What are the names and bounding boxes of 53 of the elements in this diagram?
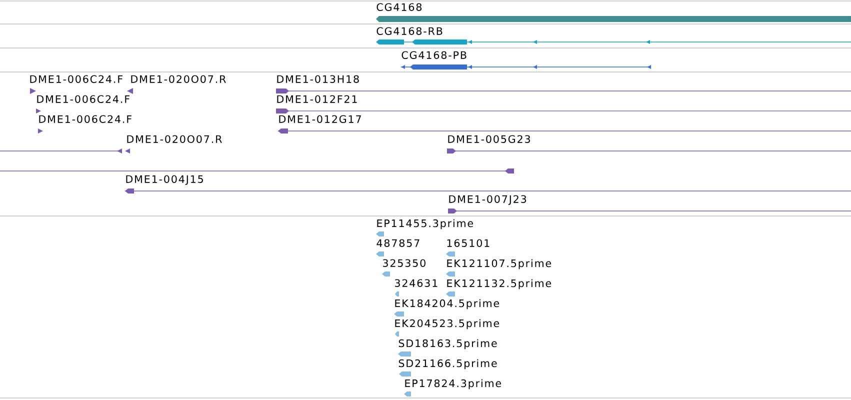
feature-glyph: EK184204.5prime [394,299,500,316]
node-label: EP11455.3prime [377,219,474,230]
node-label: DME1-020O07.R [127,135,222,143]
feature-bar [0,168,514,174]
node-label: 325350 [382,259,426,267]
node-label: 165101 [447,239,490,247]
node-label: EK204523.5prime [395,319,500,330]
feature-glyph: 487857 [376,239,420,256]
node-label: SD21166.5prime [398,359,497,370]
node-label: EK184204.5prime [395,299,500,310]
feature-glyph: DME1-020O07.R [0,135,222,154]
feature-glyph: DME1-006C24.F [38,115,132,134]
feature-glyph: DME1-012F21 [276,95,851,114]
node-label: 324631 [394,279,438,287]
feature-glyph: EK121132.5prime [446,279,552,296]
node-label: SD18163.5prime [398,339,497,350]
node-label: CG4168 [376,3,422,11]
feature-glyph: DME1-020O07.R [127,75,226,94]
node-label: DME1-013H18 [277,75,359,83]
feature-glyph: DME1-006C24.F [30,75,122,94]
node-label: DME1-006C24.F [37,95,130,103]
node-label: DME1-006C24.F [39,115,132,123]
node-label: DME1-020O07.R [131,75,226,83]
node-label: CG4168-RB [376,27,442,35]
node-label: CG4168-PB [402,51,466,59]
feature-glyph: DME1-005G23 [446,135,851,154]
node-label: EP17824.3prime [405,379,502,390]
feature-glyph: CG4168-PB [400,51,652,70]
feature-glyph: DME1-013H18 [276,75,851,94]
feature-glyph: DME1-007J23 [448,195,851,214]
node-label: DME1-005G23 [448,135,530,143]
feature-glyph: SD21166.5prime [398,359,497,376]
node-label: EK121107.5prime [447,259,552,270]
feature-glyph: CG4168-RB [376,27,851,44]
feature-glyph: SD18163.5prime [398,339,497,356]
feature-glyph: 325350 [382,259,426,276]
feature-glyph: EK121107.5prime [446,259,552,276]
feature-glyph: CG4168 [376,3,851,22]
node-label: DME1-004J15 [126,175,203,185]
feature-glyph: EP11455.3prime [376,219,473,236]
node-label: 487857 [376,239,420,247]
feature-glyph: 324631 [395,279,438,296]
node-label: DME1-012F21 [277,95,357,103]
feature-glyph: EP17824.3prime [404,379,502,396]
feature-glyph: DME1-006C24.F [36,95,130,114]
feature-glyph: EK204523.5prime [395,319,500,336]
feature-glyph: DME1-004J15 [124,175,851,194]
node-label: EK121132.5prime [447,279,552,290]
node-label: DME1-006C24.F [30,75,122,83]
node-label: DME1-012G17 [279,115,361,123]
node-label: DME1-007J23 [449,195,526,205]
feature-glyph: 165101 [446,239,490,256]
feature-glyph: DME1-012G17 [278,115,851,134]
